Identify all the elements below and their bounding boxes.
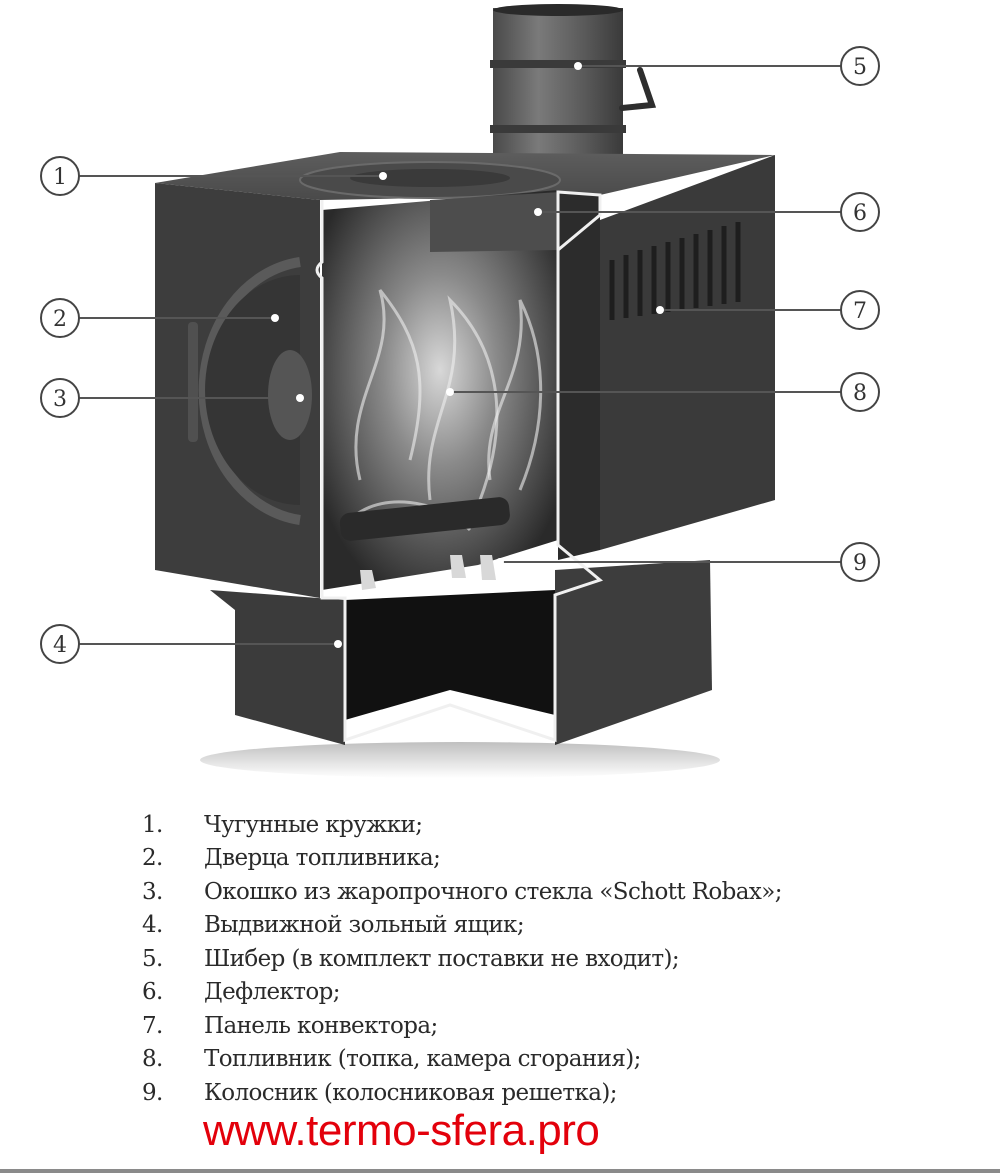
callout-circle bbox=[40, 298, 80, 338]
leader-dot bbox=[296, 394, 304, 402]
legend-number: 6. bbox=[142, 979, 163, 1006]
callout-9: 9 bbox=[496, 542, 880, 582]
grate bbox=[360, 555, 496, 590]
chimney-pipe bbox=[490, 4, 657, 178]
callout-circle bbox=[840, 46, 880, 86]
callout-circle bbox=[40, 378, 80, 418]
callout-4: 4 bbox=[40, 624, 342, 664]
legend-number: 2. bbox=[142, 845, 163, 872]
legend-item: 9. Колосник (колосниковая решетка); bbox=[142, 1076, 782, 1110]
callout-circle bbox=[840, 290, 880, 330]
legend-text: Шибер (в комплект поставки не входит); bbox=[204, 945, 680, 972]
legend-item: 8. Топливник (топка, камера сгорания); bbox=[142, 1043, 782, 1077]
legend-item: 6. Дефлектор; bbox=[142, 976, 782, 1010]
site-link[interactable]: www.termo-sfera.pro bbox=[203, 1106, 600, 1155]
legend-item: 4. Выдвижной зольный ящик; bbox=[142, 909, 782, 943]
callout-number: 9 bbox=[853, 551, 867, 576]
callout-number: 7 bbox=[853, 299, 867, 324]
callout-7: 7 bbox=[656, 290, 880, 330]
callout-number: 5 bbox=[853, 55, 867, 80]
legend-text: Чугунные кружки; bbox=[204, 811, 423, 838]
legend-number: 9. bbox=[142, 1079, 163, 1106]
legend-number: 1. bbox=[142, 811, 163, 838]
callout-6: 6 bbox=[534, 192, 880, 232]
legend-text: Окошко из жаропрочного стекла «Schott Ro… bbox=[204, 878, 783, 905]
bottom-divider bbox=[0, 1169, 1000, 1173]
leader-dot bbox=[656, 306, 664, 314]
callout-number: 6 bbox=[853, 201, 867, 226]
callout-circle bbox=[840, 192, 880, 232]
stove-base-right bbox=[555, 560, 712, 745]
callout-circle bbox=[840, 372, 880, 412]
legend-text: Панель конвектора; bbox=[204, 1012, 438, 1039]
leader-dot bbox=[496, 558, 504, 566]
leader-dot bbox=[574, 62, 582, 70]
legend-number: 8. bbox=[142, 1046, 163, 1073]
callout-number: 3 bbox=[53, 387, 67, 412]
convector-vents bbox=[609, 222, 741, 320]
legend-text: Дефлектор; bbox=[204, 979, 341, 1006]
legend-text: Топливник (топка, камера сгорания); bbox=[204, 1046, 641, 1073]
callout-1: 1 bbox=[40, 156, 387, 196]
leader-dot bbox=[334, 640, 342, 648]
ash-drawer bbox=[345, 590, 555, 720]
callout-number: 2 bbox=[53, 307, 67, 332]
legend-item: 1. Чугунные кружки; bbox=[142, 808, 782, 842]
legend-list: 1. Чугунные кружки; 2. Дверца топливника; 3.… bbox=[142, 808, 783, 1110]
callout-2: 2 bbox=[40, 298, 279, 338]
callout-circle bbox=[40, 156, 80, 196]
leader-dot bbox=[271, 314, 279, 322]
convector-panel bbox=[600, 155, 775, 550]
stove-diagram: 1 2 3 4 5 6 7 8 9 bbox=[40, 4, 880, 778]
callout-number: 1 bbox=[53, 165, 67, 190]
legend-number: 3. bbox=[142, 878, 163, 905]
fuel-door bbox=[188, 257, 312, 525]
callout-number: 8 bbox=[853, 381, 867, 406]
legend-text: Дверца топливника; bbox=[204, 845, 441, 872]
legend-item: 5. Шибер (в комплект поставки не входит); bbox=[142, 942, 782, 976]
legend-item: 3. Окошко из жаропрочного стекла «Schott … bbox=[142, 875, 783, 909]
stove-base-left bbox=[210, 590, 345, 745]
callout-5: 5 bbox=[574, 46, 880, 86]
callouts: 1 2 3 4 5 6 7 8 9 bbox=[40, 46, 880, 664]
legend-item: 2. Дверца топливника; bbox=[142, 842, 782, 876]
callout-circle bbox=[840, 542, 880, 582]
legend-number: 5. bbox=[142, 945, 163, 972]
legend-item: 7. Панель конвектора; bbox=[142, 1009, 782, 1043]
callout-8: 8 bbox=[446, 372, 880, 412]
legend-text: Колосник (колосниковая решетка); bbox=[204, 1079, 618, 1106]
leader-dot bbox=[534, 208, 542, 216]
cutaway-edge bbox=[315, 190, 604, 743]
callout-3: 3 bbox=[40, 378, 304, 418]
callout-number: 4 bbox=[53, 633, 67, 658]
legend-number: 4. bbox=[142, 912, 163, 939]
leader-dot bbox=[446, 388, 454, 396]
leader-dot bbox=[379, 172, 387, 180]
legend-number: 7. bbox=[142, 1012, 163, 1039]
legend-text: Выдвижной зольный ящик; bbox=[204, 912, 525, 939]
deflector bbox=[430, 192, 560, 252]
callout-circle bbox=[40, 624, 80, 664]
